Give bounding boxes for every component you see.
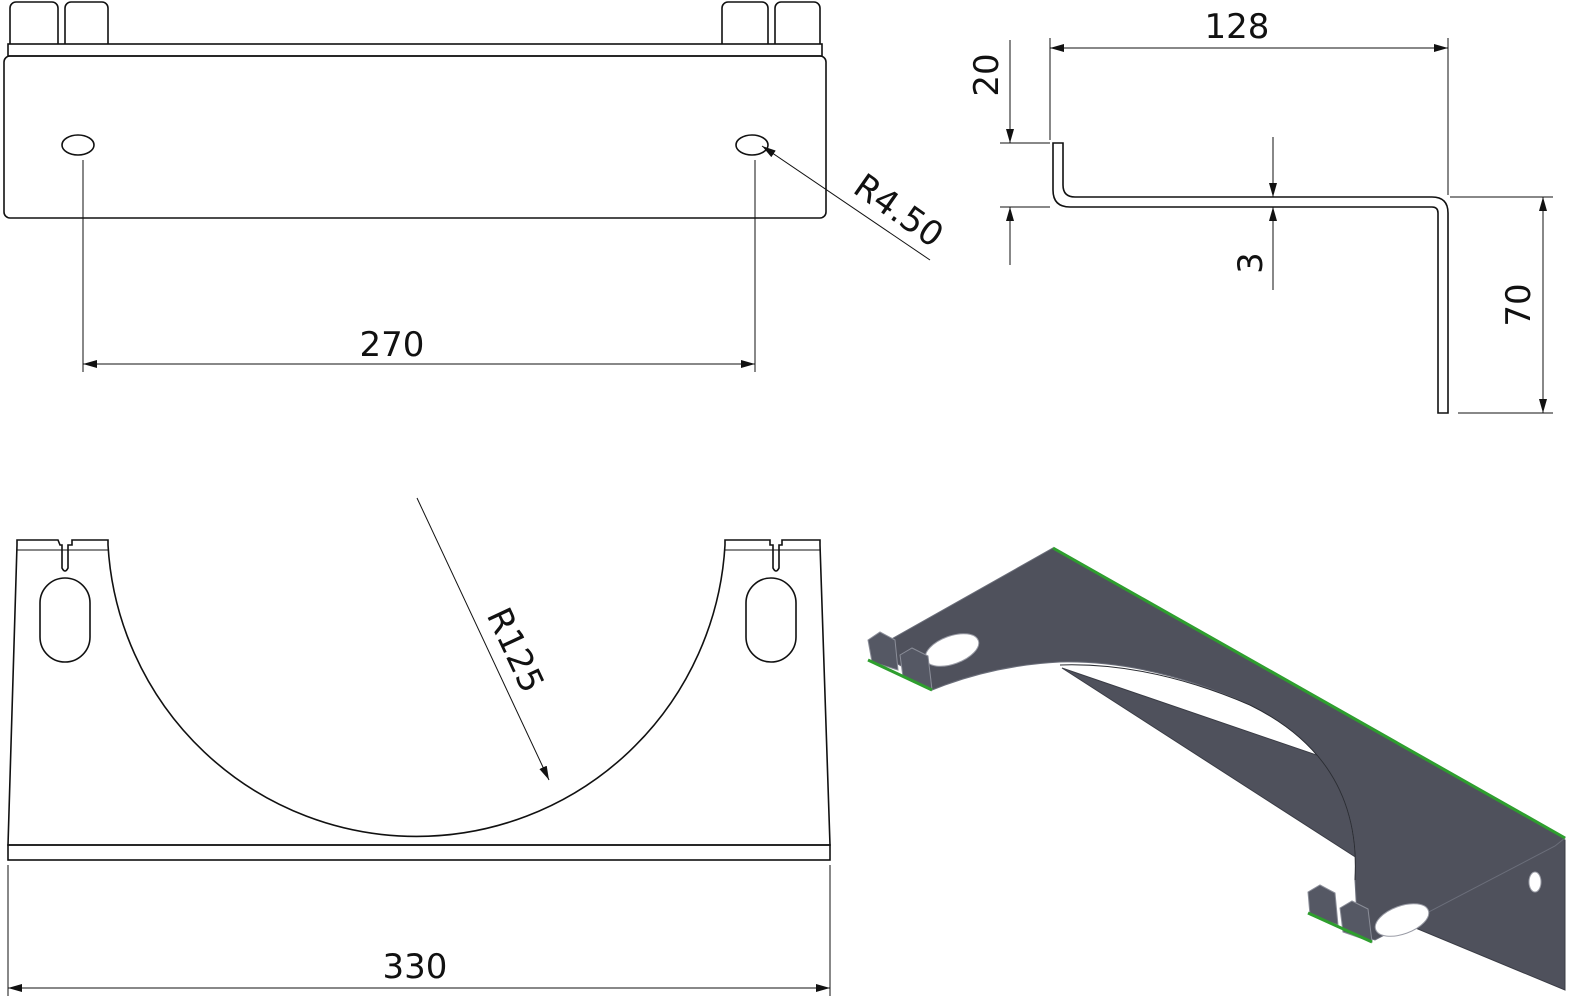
slot-hole bbox=[1374, 903, 1430, 937]
edge-highlight bbox=[1052, 546, 1566, 840]
edge-highlight bbox=[867, 658, 933, 692]
bottom-flange bbox=[7, 844, 831, 861]
slot-hole bbox=[745, 577, 797, 663]
leader-r125 bbox=[416, 497, 550, 781]
tab bbox=[64, 1, 109, 51]
arc-edge bbox=[1059, 664, 1356, 881]
dimension-r125: R125 bbox=[478, 602, 552, 699]
slot-hole bbox=[61, 134, 95, 156]
dimension-20: 20 bbox=[967, 53, 1007, 96]
dimension-r4-50: R4.50 bbox=[846, 166, 950, 256]
tab bbox=[774, 1, 821, 51]
top-view: 270 R4.50 bbox=[3, 1, 950, 372]
plate-outline bbox=[7, 539, 831, 846]
isometric-view bbox=[867, 546, 1566, 991]
plate-outline bbox=[3, 55, 827, 219]
slot-hole bbox=[735, 134, 769, 156]
flange-hole bbox=[1528, 871, 1542, 893]
side-view: 128 20 3 70 bbox=[967, 7, 1553, 414]
dimension-70: 70 bbox=[1499, 283, 1539, 326]
dimension-330: 330 bbox=[383, 947, 448, 987]
bracket-profile bbox=[1052, 142, 1449, 414]
dimension-128: 128 bbox=[1205, 7, 1270, 47]
tab bbox=[899, 647, 933, 691]
dimension-270: 270 bbox=[360, 325, 425, 365]
slot-hole bbox=[39, 577, 91, 663]
tab bbox=[721, 1, 769, 51]
top-edge bbox=[7, 43, 823, 57]
tab bbox=[867, 631, 899, 671]
front-view: R125 330 bbox=[7, 497, 831, 996]
edge-highlight bbox=[1307, 911, 1373, 944]
tab bbox=[9, 1, 59, 51]
dimension-3: 3 bbox=[1231, 252, 1271, 274]
leader-r4-50 bbox=[761, 145, 931, 261]
